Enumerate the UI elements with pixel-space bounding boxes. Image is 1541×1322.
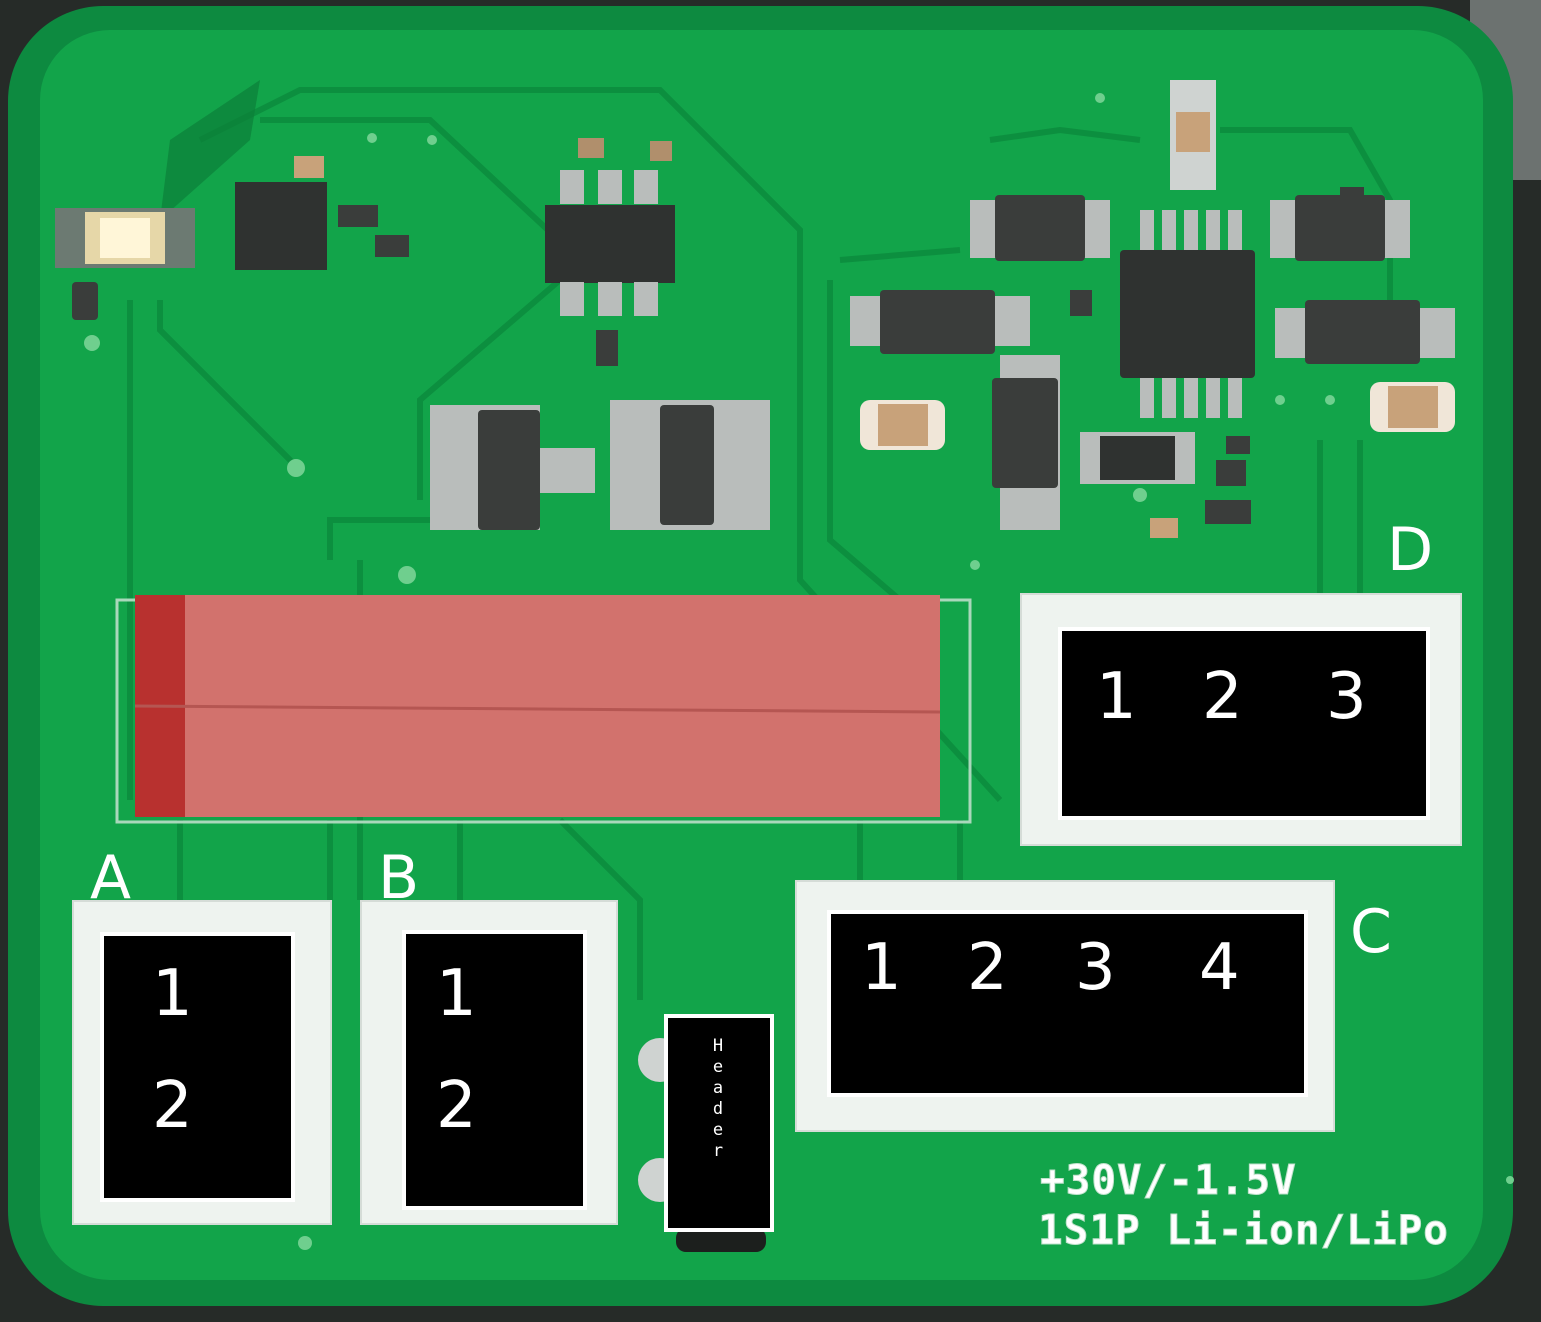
diodes bbox=[850, 195, 1455, 530]
silkscreen-battery: 1S1P Li-ion/LiPo bbox=[1038, 1206, 1449, 1254]
connector-c-pin: 3 bbox=[1075, 931, 1116, 1005]
transistors bbox=[430, 400, 770, 530]
relay-component bbox=[115, 595, 972, 824]
header-label-letter: d bbox=[712, 1099, 724, 1119]
connector-c-letter: C bbox=[1350, 897, 1392, 967]
connector-a-pin: 1 bbox=[152, 957, 193, 1031]
led-component bbox=[55, 208, 195, 268]
smd-chip bbox=[235, 170, 1255, 418]
connector-d-pinout: 1 2 3 bbox=[1058, 627, 1430, 820]
connector-d-letter: D bbox=[1387, 515, 1434, 585]
connector-d-pin: 3 bbox=[1326, 660, 1367, 734]
connector-b-pin: 2 bbox=[436, 1069, 477, 1143]
connector-c-pin: 2 bbox=[967, 931, 1008, 1005]
header-label-letter: r bbox=[712, 1141, 724, 1161]
header-label-letter: e bbox=[712, 1120, 724, 1140]
connector-d-pin: 2 bbox=[1202, 660, 1243, 734]
connector-b-pinout: 1 2 bbox=[402, 930, 587, 1210]
header-label-letter: a bbox=[712, 1078, 724, 1098]
connector-a-letter: A bbox=[90, 843, 132, 913]
copper-traces bbox=[127, 87, 1393, 1000]
silkscreen-voltage: +30V/-1.5V bbox=[1040, 1156, 1297, 1204]
connector-c-pin: 1 bbox=[861, 931, 902, 1005]
vias bbox=[84, 93, 1514, 1250]
connector-c-pin: 4 bbox=[1199, 931, 1240, 1005]
smd-passives bbox=[72, 80, 1364, 538]
connector-a-pin: 2 bbox=[152, 1069, 193, 1143]
connector-c-pinout: 1 2 3 4 bbox=[827, 910, 1308, 1097]
header-label-letter: H bbox=[712, 1036, 724, 1056]
connector-b-letter: B bbox=[378, 843, 420, 913]
header-label-letter: e bbox=[712, 1057, 724, 1077]
connector-b-pin: 1 bbox=[436, 957, 477, 1031]
connector-d-pin: 1 bbox=[1096, 660, 1137, 734]
connector-a-pinout: 1 2 bbox=[100, 932, 295, 1202]
